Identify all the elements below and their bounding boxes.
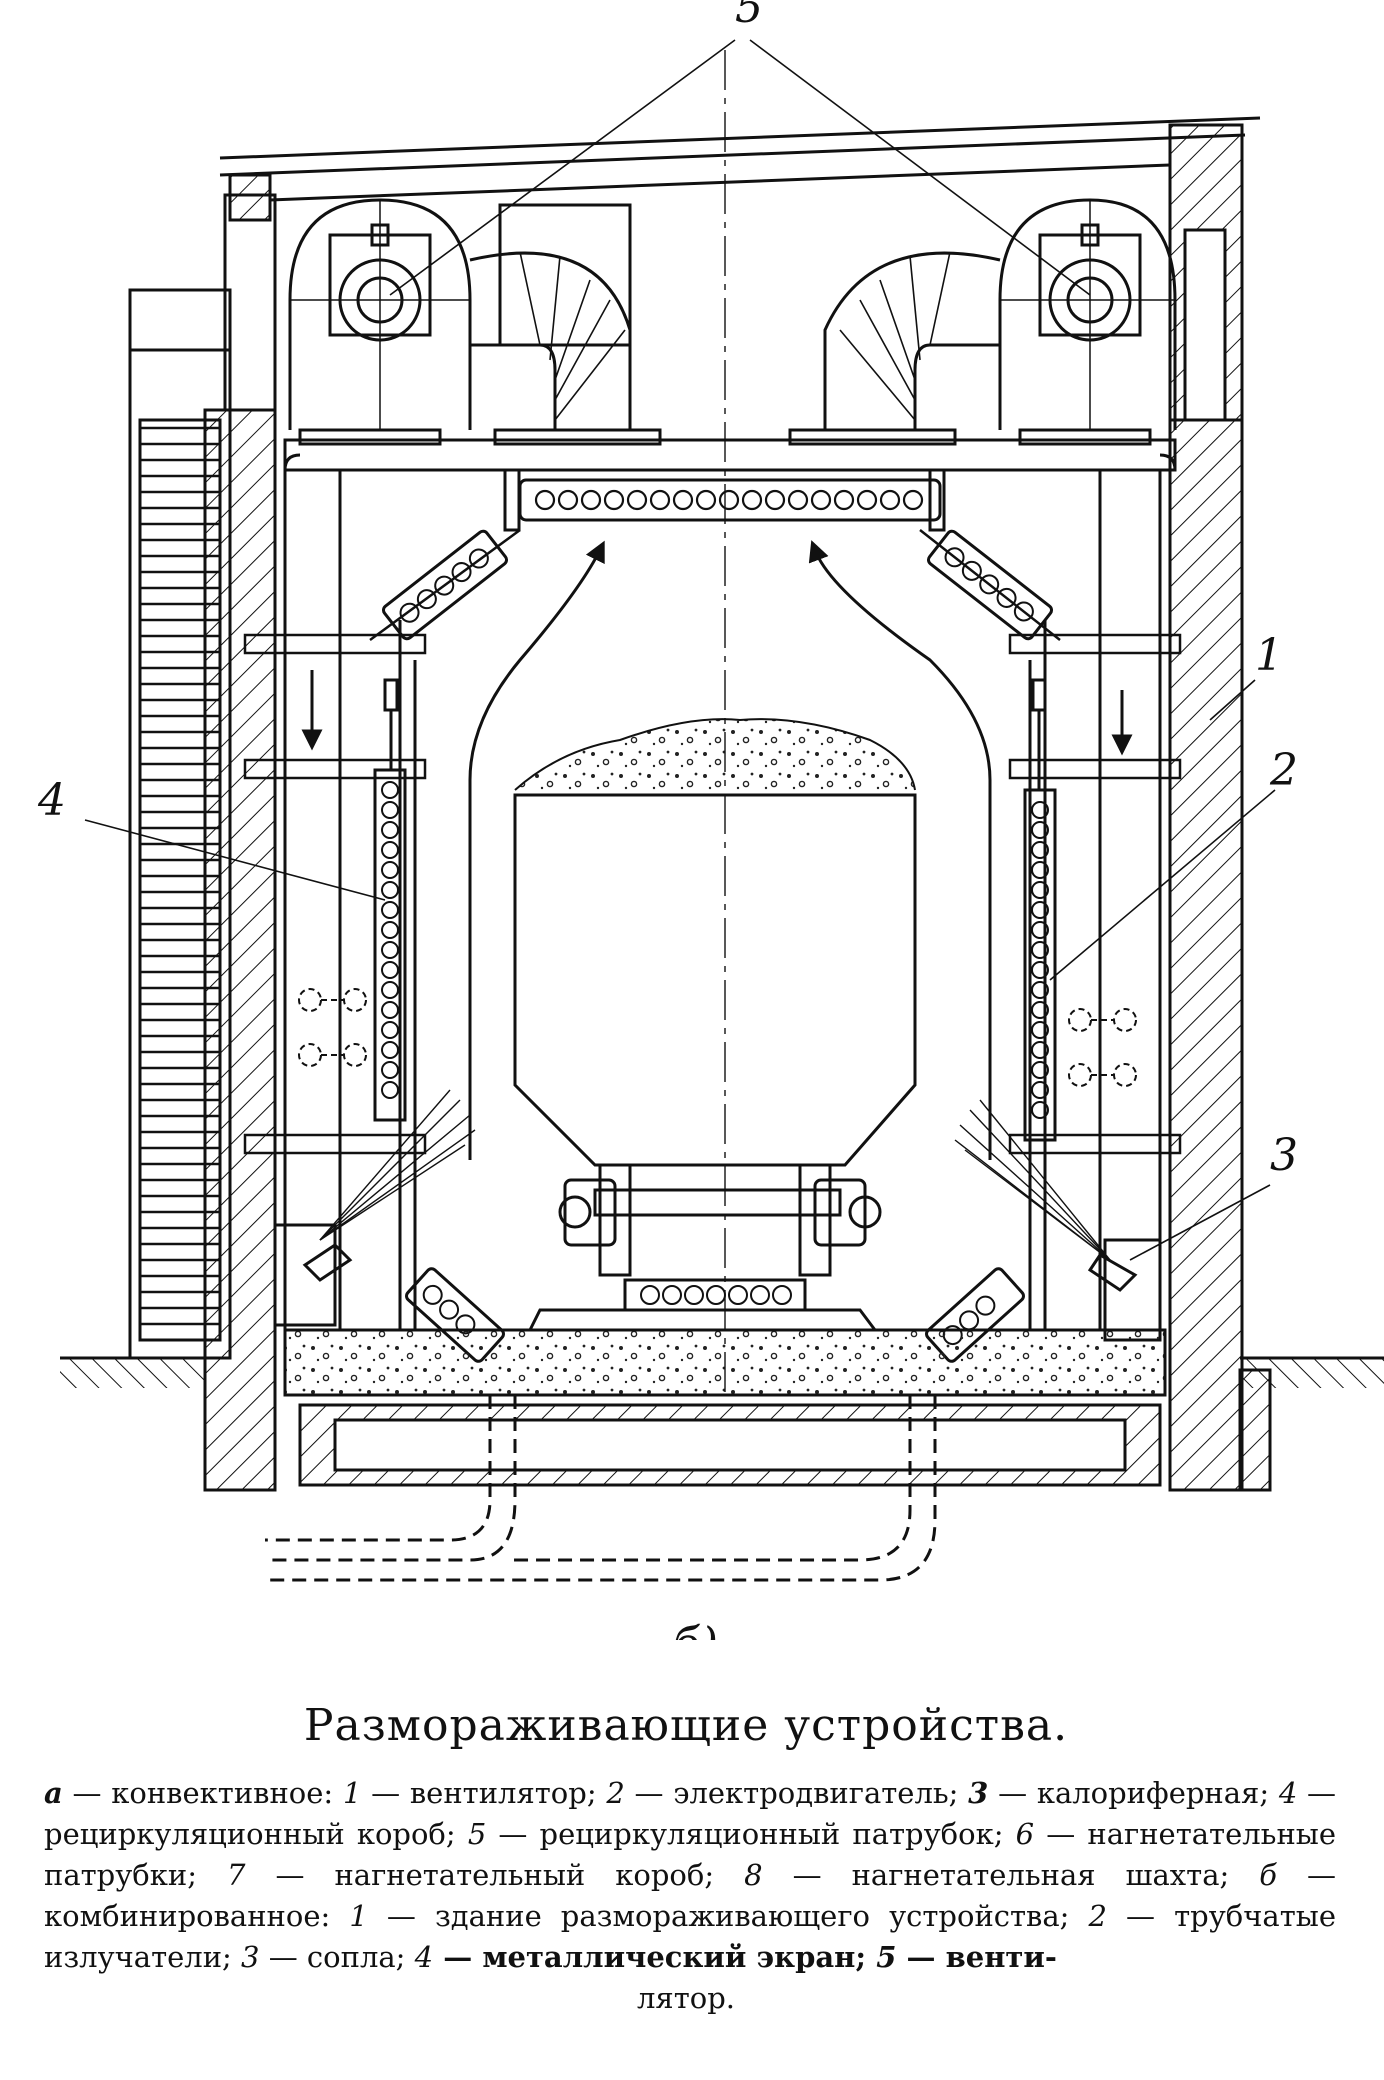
label-building: 1: [1255, 630, 1283, 681]
caption-segment: — трубчатые излучатели;: [44, 1899, 1336, 1974]
fan-left: [288, 198, 472, 430]
caption-body: а — конвективное: 1 — вентилятор; 2 — эл…: [36, 1773, 1336, 1978]
caption-segment: 2: [606, 1776, 625, 1810]
label-tube-emitters: 2: [1269, 745, 1298, 796]
building-right-wall: [1168, 123, 1244, 1492]
caption-segment: 5: [467, 1817, 487, 1851]
vertical-emitter-right: [1023, 678, 1057, 1142]
caption-segment: — металлический экран;: [433, 1940, 877, 1974]
caption-segment: — нагнетательный короб;: [245, 1858, 745, 1892]
wagon-bogie: [558, 1163, 882, 1312]
duct-elbow-right: [823, 251, 1001, 430]
ground-left: [60, 1356, 205, 1388]
caption-title: Размораживающие устройства.: [303, 1700, 1069, 1751]
caption-segment: — электродвигатель;: [624, 1776, 969, 1810]
building-left-wall: [203, 193, 277, 1492]
label-nozzles: 3: [1270, 1130, 1298, 1181]
caption-segment: 1: [342, 1776, 362, 1810]
caption-segment: 1: [349, 1899, 368, 1933]
subfigure-label: б): [672, 1617, 718, 1640]
caption-segment: — сопла;: [259, 1940, 415, 1974]
ground-right: [1238, 1356, 1384, 1492]
vertical-emitter-left: [373, 678, 407, 1122]
nozzle-spray-left: [319, 1089, 476, 1241]
valves-right: [1068, 1008, 1137, 1087]
underground-pipes: [265, 1395, 937, 1582]
label-fan: 5: [735, 0, 763, 33]
caption-segment: б: [1259, 1858, 1277, 1892]
label-metal-screen: 4: [37, 775, 66, 826]
foundation: [283, 1308, 1167, 1487]
caption-segment: 5: [876, 1940, 897, 1974]
beams: [243, 633, 1182, 1155]
caption-last-line: лятор.: [636, 1981, 735, 2015]
fan-right: [998, 198, 1177, 430]
caption-segment: — калориферная;: [988, 1776, 1279, 1810]
caption-segment: 8: [744, 1858, 763, 1892]
caption-segment: 4: [1278, 1776, 1298, 1810]
caption-segment: — конвективное:: [62, 1776, 343, 1810]
caption-segment: — венти-: [896, 1940, 1057, 1974]
caption-segment: 7: [226, 1858, 246, 1892]
roof: [219, 116, 1261, 222]
thawing-device-drawing: 5 1 2 3 4 б): [37, 0, 1384, 1640]
caption-segment: 3: [968, 1776, 989, 1810]
caption-segment: — здание размораживающего устройства;: [367, 1899, 1089, 1933]
top-tube-emitter: [503, 468, 946, 532]
caption-segment: 3: [241, 1940, 260, 1974]
wagon-body: [513, 718, 917, 1167]
caption-segment: 6: [1015, 1817, 1035, 1851]
figure-caption: Размораживающие устройства. а — конвекти…: [36, 1700, 1336, 2019]
nozzle-spray-right: [954, 1099, 1111, 1261]
caption-segment: — рециркуляционный короб;: [44, 1776, 1337, 1851]
inner-shaft-left: [273, 470, 417, 1340]
metal-screen-airflow: [468, 540, 992, 1160]
caption-segment: — вентилятор;: [361, 1776, 607, 1810]
caption-segment: — нагнетательные патрубки;: [44, 1817, 1337, 1892]
duct-elbow-left: [469, 203, 632, 430]
inner-shaft-right: [1028, 470, 1162, 1342]
caption-segment: а: [44, 1776, 63, 1810]
valves-left: [298, 988, 367, 1067]
caption-segment: 2: [1088, 1899, 1107, 1933]
leader-lines: [84, 39, 1276, 1261]
caption-segment: — рециркуляционный патрубок;: [486, 1817, 1016, 1851]
caption-segment: 4: [414, 1940, 434, 1974]
caption-segment: — нагнетательная шахта;: [762, 1858, 1260, 1892]
caption-segment: — комбинированное:: [44, 1858, 1336, 1933]
fan-platform: [283, 428, 1177, 472]
